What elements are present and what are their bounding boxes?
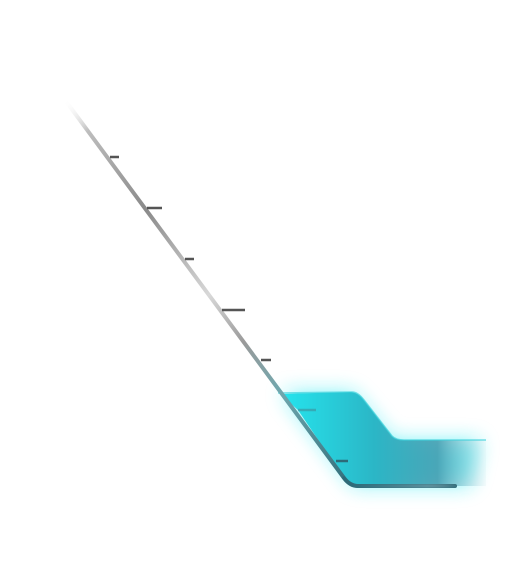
base-top-edge [277,391,486,441]
ruler-line [63,98,457,488]
base-shape [280,392,486,486]
tick-marks [110,155,348,463]
base-bottom-edge [342,476,457,488]
